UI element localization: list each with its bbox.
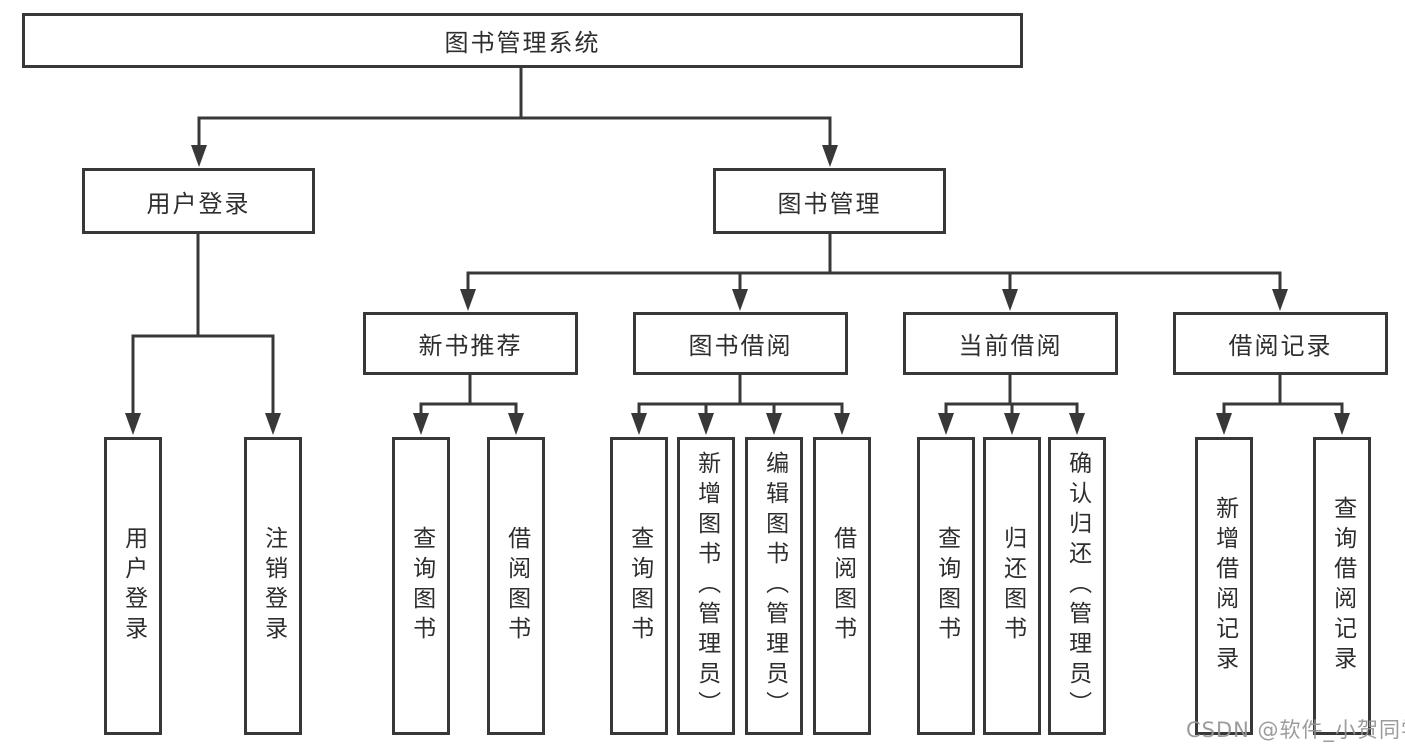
leaf-label: 确认归还（管理员） [1064,451,1091,721]
leaf-borrow-books: 借阅图书 [813,437,871,735]
arrow-icon [125,413,141,435]
leaf-add-borrow-record: 新增借阅记录 [1195,437,1253,735]
leaf-query-books-borrow: 查询图书 [610,437,668,735]
connector-userlogin-branch [131,233,275,420]
arrow-icon [1069,413,1085,435]
leaf-label: 用户登录 [120,526,147,646]
node-user-login: 用户登录 [82,168,315,234]
leaf-confirm-return-admin: 确认归还（管理员） [1048,437,1106,735]
arrow-icon [413,413,429,435]
leaf-add-book-admin: 新增图书（管理员） [677,437,735,735]
arrow-icon [1334,413,1350,435]
arrow-icon [460,289,476,311]
leaf-query-books-recommend: 查询图书 [392,437,450,735]
leaf-label: 查询借阅记录 [1329,496,1356,676]
leaf-query-books-current: 查询图书 [917,437,975,735]
leaf-label: 查询图书 [626,526,653,646]
arrow-icon [822,145,838,167]
leaf-logout: 注销登录 [244,437,302,735]
node-library-system: 图书管理系统 [22,13,1023,68]
leaf-query-borrow-record: 查询借阅记录 [1313,437,1371,735]
leaf-label: 注销登录 [260,526,287,646]
arrow-icon [834,413,850,435]
arrow-icon [938,413,954,435]
connector-records-branch [1222,375,1344,420]
leaf-label: 编辑图书（管理员） [761,451,788,721]
arrow-icon [1216,413,1232,435]
node-current-borrow: 当前借阅 [903,312,1118,375]
arrowheads [125,145,1350,435]
arrow-icon [698,413,714,435]
leaf-label: 新增借阅记录 [1211,496,1238,676]
arrow-icon [508,413,524,435]
leaf-label: 新增图书（管理员） [693,451,720,721]
arrow-icon [766,413,782,435]
connector-recommend-branch [419,375,518,420]
node-book-borrow: 图书借阅 [633,312,848,375]
leaf-user-login: 用户登录 [104,437,162,735]
leaf-return-book: 归还图书 [983,437,1041,735]
leaf-label: 查询图书 [408,526,435,646]
connector-bookmgmt-branch [466,233,1282,297]
arrow-icon [1004,413,1020,435]
leaf-edit-book-admin: 编辑图书（管理员） [745,437,803,735]
leaf-label: 查询图书 [933,526,960,646]
leaf-label: 归还图书 [999,526,1026,646]
node-borrow-records: 借阅记录 [1173,312,1388,375]
csdn-watermark: CSDN @软件_小贺同学 [1186,718,1405,742]
arrow-icon [631,413,647,435]
leaf-label: 借阅图书 [503,526,530,646]
connector-level2 [197,116,832,152]
node-new-book-recommend: 新书推荐 [363,312,578,375]
arrow-icon [191,145,207,167]
node-book-management: 图书管理 [713,168,946,234]
arrow-icon [265,413,281,435]
arrow-icon [1272,289,1288,311]
leaf-borrow-books-recommend: 借阅图书 [487,437,545,735]
leaf-label: 借阅图书 [829,526,856,646]
connector-borrow-branch [637,375,844,420]
arrow-icon [1002,289,1018,311]
arrow-icon [732,289,748,311]
